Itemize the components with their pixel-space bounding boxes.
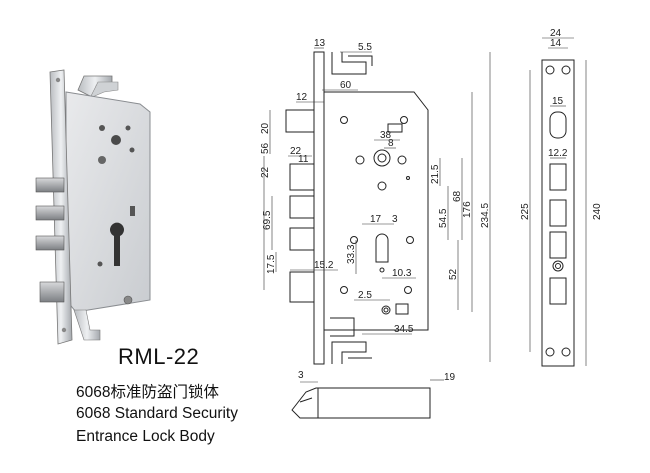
dim-24: 24 [550,28,562,39]
dim-240: 240 [592,203,603,220]
bolt-detail-drawing [291,387,431,419]
dim-225: 225 [520,203,531,220]
dim-22-side: 22 [260,166,271,178]
front-view-drawing [285,51,429,365]
dim-234-5: 234.5 [480,203,491,228]
dim-54-5: 54.5 [438,208,449,228]
dim-3: 3 [392,214,398,225]
dim-17-5: 17.5 [266,254,277,274]
faceplate-dimension-lines [529,37,587,366]
lock-photo [35,69,151,345]
dim-60: 60 [340,80,352,91]
dim-14: 14 [550,38,562,49]
dim-2-5: 2.5 [358,290,372,301]
dim-13: 13 [314,38,326,49]
dim-11: 11 [298,154,309,165]
dim-20: 20 [260,122,271,134]
dim-34-5: 34.5 [394,324,414,335]
dim-22: 22 [290,146,302,157]
dim-56: 56 [260,142,271,154]
dim-bolt-3: 3 [298,370,304,381]
product-name-english-line1: 6068 Standard Security [76,405,238,422]
dim-15-2: 15.2 [314,260,334,271]
dim-52: 52 [448,268,459,280]
dim-68: 68 [452,190,463,202]
dim-12: 12 [296,92,308,103]
bolt-dimension-lines [300,379,444,383]
product-name-english-line2: Entrance Lock Body [76,428,215,445]
dim-21-5: 21.5 [430,164,441,184]
dim-8: 8 [388,138,394,149]
dim-33-3: 33.3 [346,244,357,264]
dim-38: 38 [380,130,392,141]
dim-17: 17 [370,214,382,225]
dim-69-5: 69.5 [262,210,273,230]
dim-10-3: 10.3 [392,268,412,279]
dim-176: 176 [462,201,473,218]
product-name-chinese: 6068标准防盗门锁体 [76,384,219,401]
dim-15-plate: 15 [552,96,564,107]
dim-12-2: 12.2 [548,148,568,159]
dim-5-5: 5.5 [358,42,372,53]
dimension-labels: 13 5.5 60 12 20 38 8 22 11 56 22 21.5 68… [260,28,603,383]
dimension-lines [263,47,491,362]
faceplate-view-drawing [541,59,575,367]
model-number: RML-22 [118,344,200,369]
dim-bolt-19: 19 [444,372,456,383]
